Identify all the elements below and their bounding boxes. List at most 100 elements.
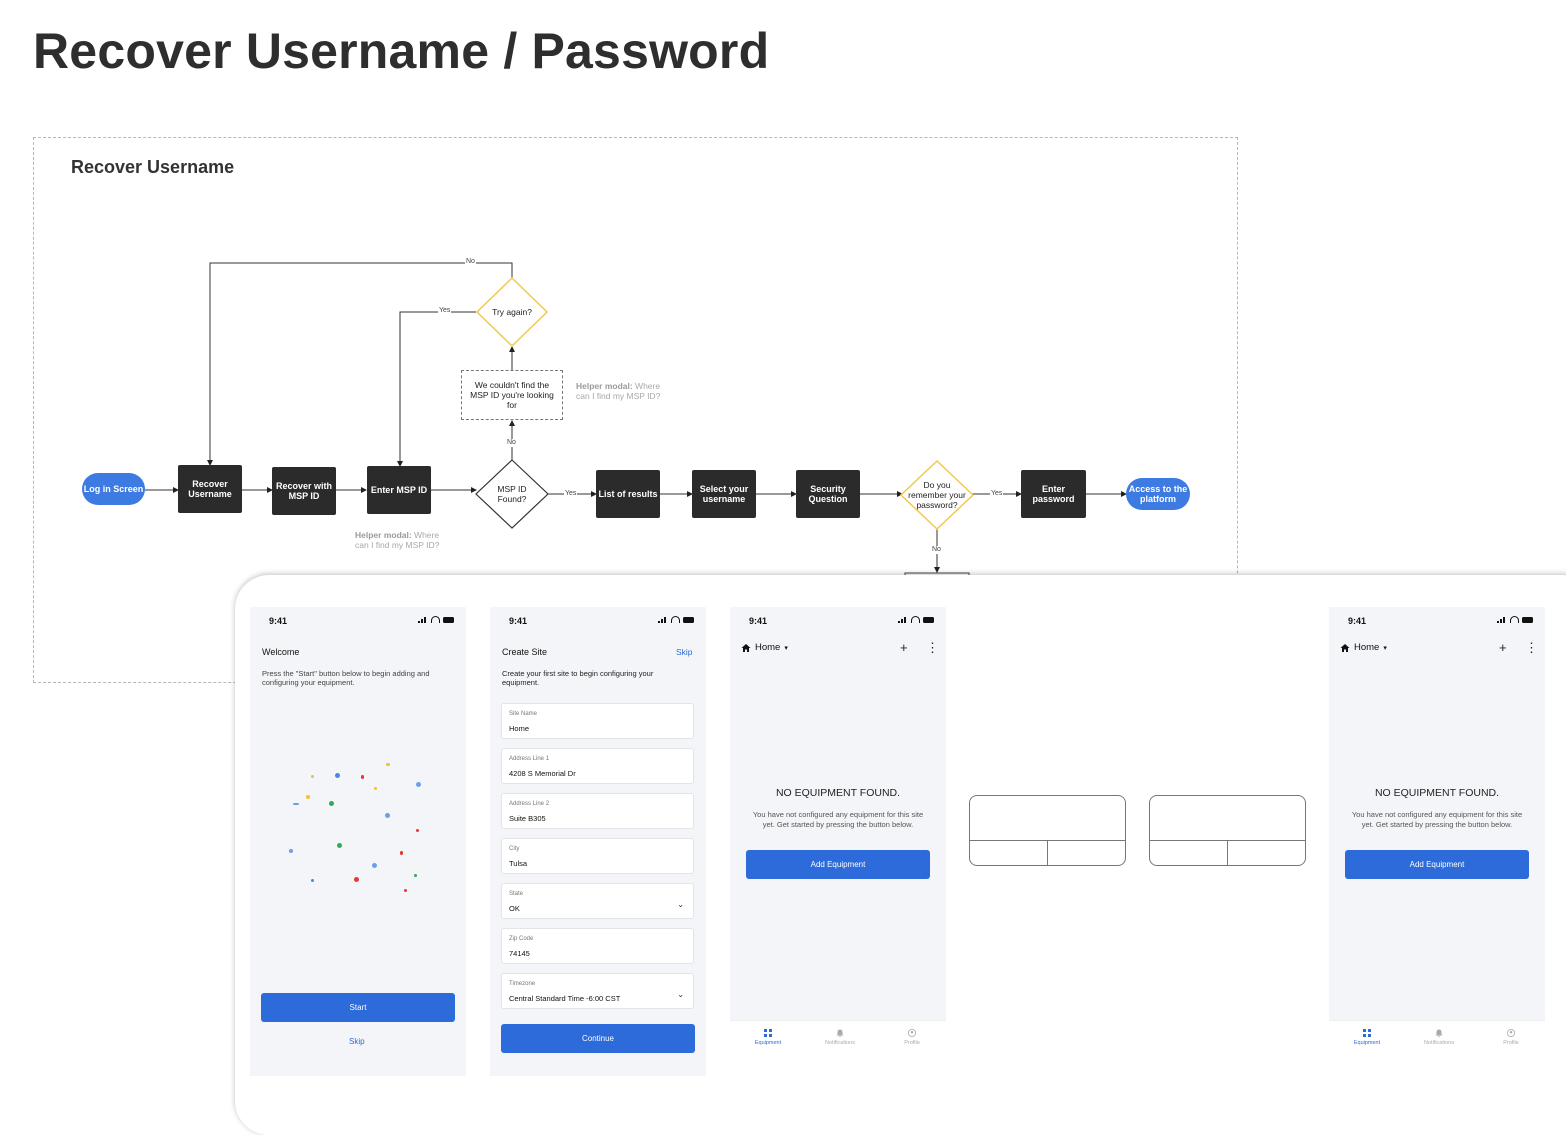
field-value: 4208 S Memorial Dr: [509, 769, 576, 778]
signal-icon: [658, 616, 668, 623]
more-vertical-icon[interactable]: ⋮: [926, 640, 939, 655]
welcome-title: Welcome: [262, 647, 300, 657]
edge-label-no: No: [506, 439, 517, 447]
status-icons: [898, 616, 934, 623]
flow-node-recover-msp: Recover with MSP ID: [272, 467, 336, 515]
signal-icon: [1497, 616, 1507, 623]
state-select[interactable]: State OK ⌄: [501, 883, 694, 919]
user-icon: [1507, 1029, 1515, 1037]
signal-icon: [898, 616, 908, 623]
wireframe-card-right: [1149, 795, 1306, 866]
address-line-1-field[interactable]: Address Line 1 4208 S Memorial Dr: [501, 748, 694, 784]
tab-notifications[interactable]: Notifications: [810, 1029, 870, 1046]
phone-home-empty-2: 9:41 Home ▾ + ⋮ NO EQUIPMENT FOUND. You …: [1329, 607, 1545, 1076]
tab-profile[interactable]: Profile: [882, 1029, 942, 1046]
wireframe-card-left: [969, 795, 1126, 866]
field-label: City: [509, 846, 520, 852]
battery-icon: [683, 616, 694, 623]
field-value: 74145: [509, 949, 530, 958]
field-value: Central Standard Time -6:00 CST: [509, 994, 621, 1003]
phone-home-empty: 9:41 Home ▾ + ⋮ NO EQUIPMENT FOUND. You …: [730, 607, 946, 1076]
field-label: Address Line 1: [509, 756, 550, 762]
site-name-field[interactable]: Site Name Home: [501, 703, 694, 739]
field-value: OK: [509, 904, 520, 913]
site-selector[interactable]: Home ▾: [1340, 642, 1387, 653]
continue-button[interactable]: Continue: [501, 1024, 695, 1053]
status-icons: [658, 616, 694, 623]
phone-welcome: 9:41 Welcome Press the "Start" button be…: [250, 607, 466, 1076]
field-label: Timezone: [509, 981, 536, 987]
field-value: Home: [509, 724, 530, 733]
tab-bar: Equipment Notifications Profile: [730, 1020, 946, 1076]
tab-label: Notifications: [1424, 1040, 1454, 1046]
site-selector[interactable]: Home ▾: [741, 642, 788, 653]
grid-icon: [764, 1029, 772, 1037]
signal-icon: [418, 616, 428, 623]
tab-notifications[interactable]: Notifications: [1409, 1029, 1469, 1046]
flow-node-security-question: Security Question: [796, 470, 860, 518]
tab-label: Equipment: [1353, 1040, 1381, 1046]
city-field[interactable]: City Tulsa: [501, 838, 694, 874]
wifi-icon: [431, 616, 440, 623]
bell-icon: [836, 1029, 844, 1037]
status-time: 9:41: [269, 616, 288, 626]
grid-icon: [1363, 1029, 1371, 1037]
flow-connectors: [145, 262, 1127, 578]
flow-node-enter-password: Enter password: [1021, 470, 1086, 518]
empty-state-description: You have not configured any equipment fo…: [1351, 810, 1523, 829]
edge-label-yes: Yes: [438, 307, 452, 315]
helper-modal-note-bottom: Helper modal: Where can I find my MSP ID…: [355, 530, 440, 550]
flow-node-access-platform: Access to the platform: [1126, 478, 1190, 510]
address-line-2-field[interactable]: Address Line 2 Suite B305: [501, 793, 694, 829]
edge-label-yes: Yes: [564, 490, 578, 498]
home-icon: [1340, 643, 1350, 652]
tab-label: Equipment: [754, 1040, 782, 1046]
add-icon[interactable]: +: [1499, 640, 1507, 655]
chevron-down-icon: ⌄: [677, 990, 684, 999]
site-name: Home: [1354, 642, 1380, 653]
flow-title: Recover Username: [71, 157, 235, 177]
edge-label-no: No: [465, 258, 476, 266]
page-title: Recover Username / Password: [33, 23, 770, 79]
flow-node-login: Log in Screen: [82, 473, 145, 505]
tab-equipment[interactable]: Equipment: [1337, 1029, 1397, 1046]
timezone-select[interactable]: Timezone Central Standard Time -6:00 CST…: [501, 973, 694, 1009]
welcome-description: Press the "Start" button below to begin …: [262, 669, 430, 687]
field-value: Tulsa: [509, 859, 528, 868]
add-icon[interactable]: +: [900, 640, 908, 655]
flow-node-not-found: We couldn't find the MSP ID you're looki…: [461, 370, 563, 420]
field-label: State: [509, 891, 524, 897]
phone-create-site: 9:41 Create Site Skip Create your first …: [490, 607, 706, 1076]
flow-decision-msp-found: MSP ID Found?: [497, 484, 527, 504]
caret-down-icon: ▾: [1383, 644, 1387, 652]
flow-node-select-username: Select your username: [692, 470, 756, 518]
create-site-description: Create your first site to begin configur…: [502, 669, 654, 687]
empty-state-title: NO EQUIPMENT FOUND.: [775, 787, 901, 799]
tab-label: Notifications: [825, 1040, 855, 1046]
wifi-icon: [911, 616, 920, 623]
status-icons: [418, 616, 454, 623]
wifi-icon: [1510, 616, 1519, 623]
caret-down-icon: ▾: [784, 644, 788, 652]
add-equipment-button[interactable]: Add Equipment: [746, 850, 930, 879]
skip-link[interactable]: Skip: [676, 647, 693, 657]
add-equipment-button[interactable]: Add Equipment: [1345, 850, 1529, 879]
field-label: Site Name: [509, 711, 538, 717]
edge-label-no: No: [931, 546, 942, 554]
tab-equipment[interactable]: Equipment: [738, 1029, 798, 1046]
skip-link[interactable]: Skip: [349, 1037, 365, 1046]
flow-node-enter-msp: Enter MSP ID: [367, 466, 431, 514]
field-label: Zip Code: [509, 936, 534, 942]
more-vertical-icon[interactable]: ⋮: [1525, 640, 1538, 655]
chevron-down-icon: ⌄: [677, 900, 684, 909]
empty-state-description: You have not configured any equipment fo…: [752, 810, 924, 829]
tab-label: Profile: [1503, 1040, 1519, 1046]
tab-bar: Equipment Notifications Profile: [1329, 1020, 1545, 1076]
field-label: Address Line 2: [509, 801, 550, 807]
status-time: 9:41: [1348, 616, 1367, 626]
start-button[interactable]: Start: [261, 993, 455, 1022]
tab-profile[interactable]: Profile: [1481, 1029, 1541, 1046]
status-time: 9:41: [749, 616, 768, 626]
zip-code-field[interactable]: Zip Code 74145: [501, 928, 694, 964]
flow-decision-remember-password: Do you remember your password?: [908, 480, 966, 510]
